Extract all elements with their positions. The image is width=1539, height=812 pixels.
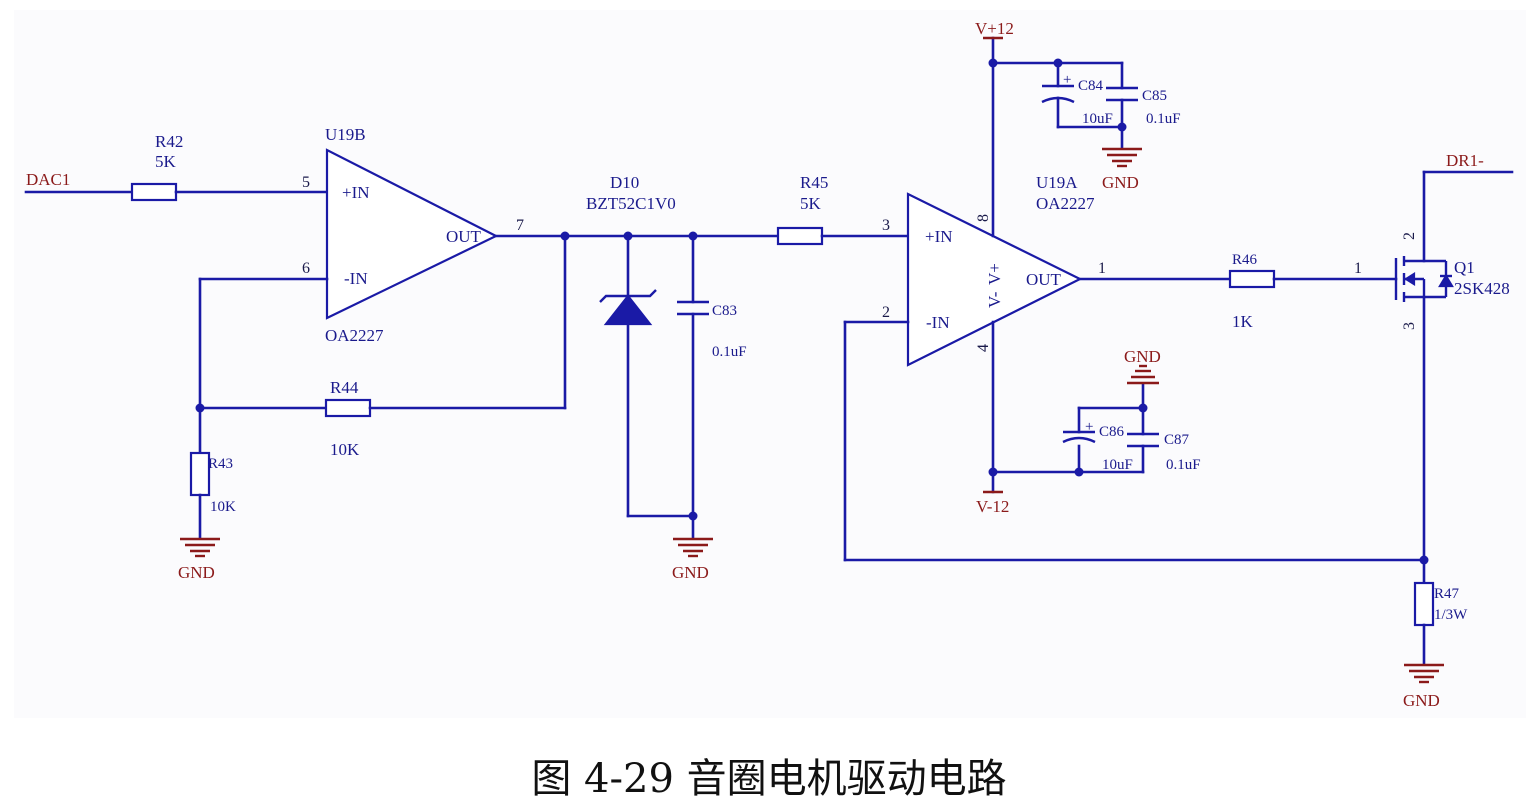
gnd-label-caps: GND: [1124, 347, 1161, 366]
c86-ref: C86: [1099, 424, 1125, 440]
c87-ref: C87: [1164, 432, 1190, 448]
u19b-in-pos: +IN: [342, 183, 370, 202]
q1-pin-gate: 1: [1354, 260, 1362, 277]
gnd-symbol-top: [1102, 147, 1142, 168]
r42-ref: R42: [155, 132, 183, 151]
zener-d10-bar: [599, 289, 657, 303]
d10-value: BZT52C1V0: [586, 194, 676, 213]
vneg-label: V-12: [976, 497, 1009, 516]
u19b-ref: U19B: [325, 125, 366, 144]
gnd-symbol-r43: [180, 537, 220, 558]
u19a-pin3: 3: [882, 217, 890, 234]
c83-ref: C83: [712, 303, 737, 319]
junction-caps-top-gnd: [1117, 122, 1127, 132]
gnd-label-mid: GND: [672, 563, 709, 582]
u19a-pin8: 8: [975, 214, 992, 222]
u19b-out: OUT: [446, 227, 482, 246]
c86-plus-sign: +: [1085, 419, 1093, 435]
junction-r43-r44: [195, 403, 205, 413]
resistor-r45: [776, 226, 824, 246]
r44-ref: R44: [330, 378, 359, 397]
u19a-in-neg: -IN: [926, 313, 950, 332]
u19b-pin7: 7: [516, 217, 524, 234]
vpos-label-top: V+12: [975, 19, 1014, 38]
u19b-value: OA2227: [325, 326, 384, 345]
capacitor-c86-plate-bottom: [1062, 436, 1096, 444]
u19a-out: OUT: [1026, 270, 1062, 289]
net-label-dr1: DR1-: [1446, 151, 1484, 170]
q1-pin-drain: 2: [1401, 232, 1418, 240]
u19a-ref: U19A: [1036, 173, 1078, 192]
r47-ref: R47: [1434, 586, 1460, 602]
figure-caption: 图 4-29 音圈电机驱动电路: [531, 756, 1006, 802]
c87-value: 0.1uF: [1166, 457, 1201, 473]
r43-ref: R43: [208, 456, 233, 472]
c85-ref: C85: [1142, 88, 1167, 104]
u19b-pin5: 5: [302, 174, 310, 191]
u19b-pin6: 6: [302, 260, 310, 277]
c84-value: 10uF: [1082, 111, 1113, 127]
c84-plus-sign: +: [1063, 72, 1071, 88]
resistor-r43: [189, 451, 211, 497]
d10-ref: D10: [610, 173, 639, 192]
junction-caps-bottom-gnd: [1138, 403, 1148, 413]
r43-value: 10K: [210, 499, 236, 515]
gnd-symbol-mid: [673, 537, 713, 558]
u19a-pin4: 4: [975, 344, 992, 352]
gnd-symbol-r47: [1404, 663, 1444, 684]
r46-ref: R46: [1232, 252, 1258, 268]
schematic-panel: [14, 10, 1526, 718]
junction-u19b-out: [560, 231, 570, 241]
r45-ref: R45: [800, 173, 828, 192]
u19a-value: OA2227: [1036, 194, 1095, 213]
c84-ref: C84: [1078, 78, 1104, 94]
resistor-r44: [324, 398, 372, 418]
resistor-r47: [1413, 581, 1435, 627]
resistor-r46: [1228, 269, 1276, 289]
r47-value: 1/3W: [1434, 607, 1468, 623]
resistor-r42: [130, 182, 178, 202]
u19a-vneg: V-: [985, 291, 1004, 308]
zener-d10: [603, 294, 653, 326]
r44-value: 10K: [330, 440, 360, 459]
q1-pin-source: 3: [1401, 322, 1418, 330]
c83-value: 0.1uF: [712, 344, 747, 360]
q1-value: 2SK428: [1454, 279, 1510, 298]
gnd-symbol-bottom-caps: [1127, 364, 1159, 385]
u19a-vpos: V+: [985, 263, 1004, 285]
net-label-dac1: DAC1: [26, 170, 70, 189]
c86-value: 10uF: [1102, 457, 1133, 473]
r45-value: 5K: [800, 194, 822, 213]
opamp-u19b: [325, 148, 499, 320]
u19a-pin1: 1: [1098, 260, 1106, 277]
junction-gnd-mid: [688, 511, 698, 521]
r42-value: 5K: [155, 152, 177, 171]
gnd-label-r43: GND: [178, 563, 215, 582]
c85-value: 0.1uF: [1146, 111, 1181, 127]
gnd-label-top: GND: [1102, 173, 1139, 192]
r46-value: 1K: [1232, 312, 1254, 331]
u19b-in-neg: -IN: [344, 269, 368, 288]
u19a-pin2: 2: [882, 304, 890, 321]
gnd-label-r47: GND: [1403, 691, 1440, 710]
u19a-in-pos: +IN: [925, 227, 953, 246]
mosfet-q1: [1394, 256, 1454, 302]
q1-ref: Q1: [1454, 258, 1475, 277]
